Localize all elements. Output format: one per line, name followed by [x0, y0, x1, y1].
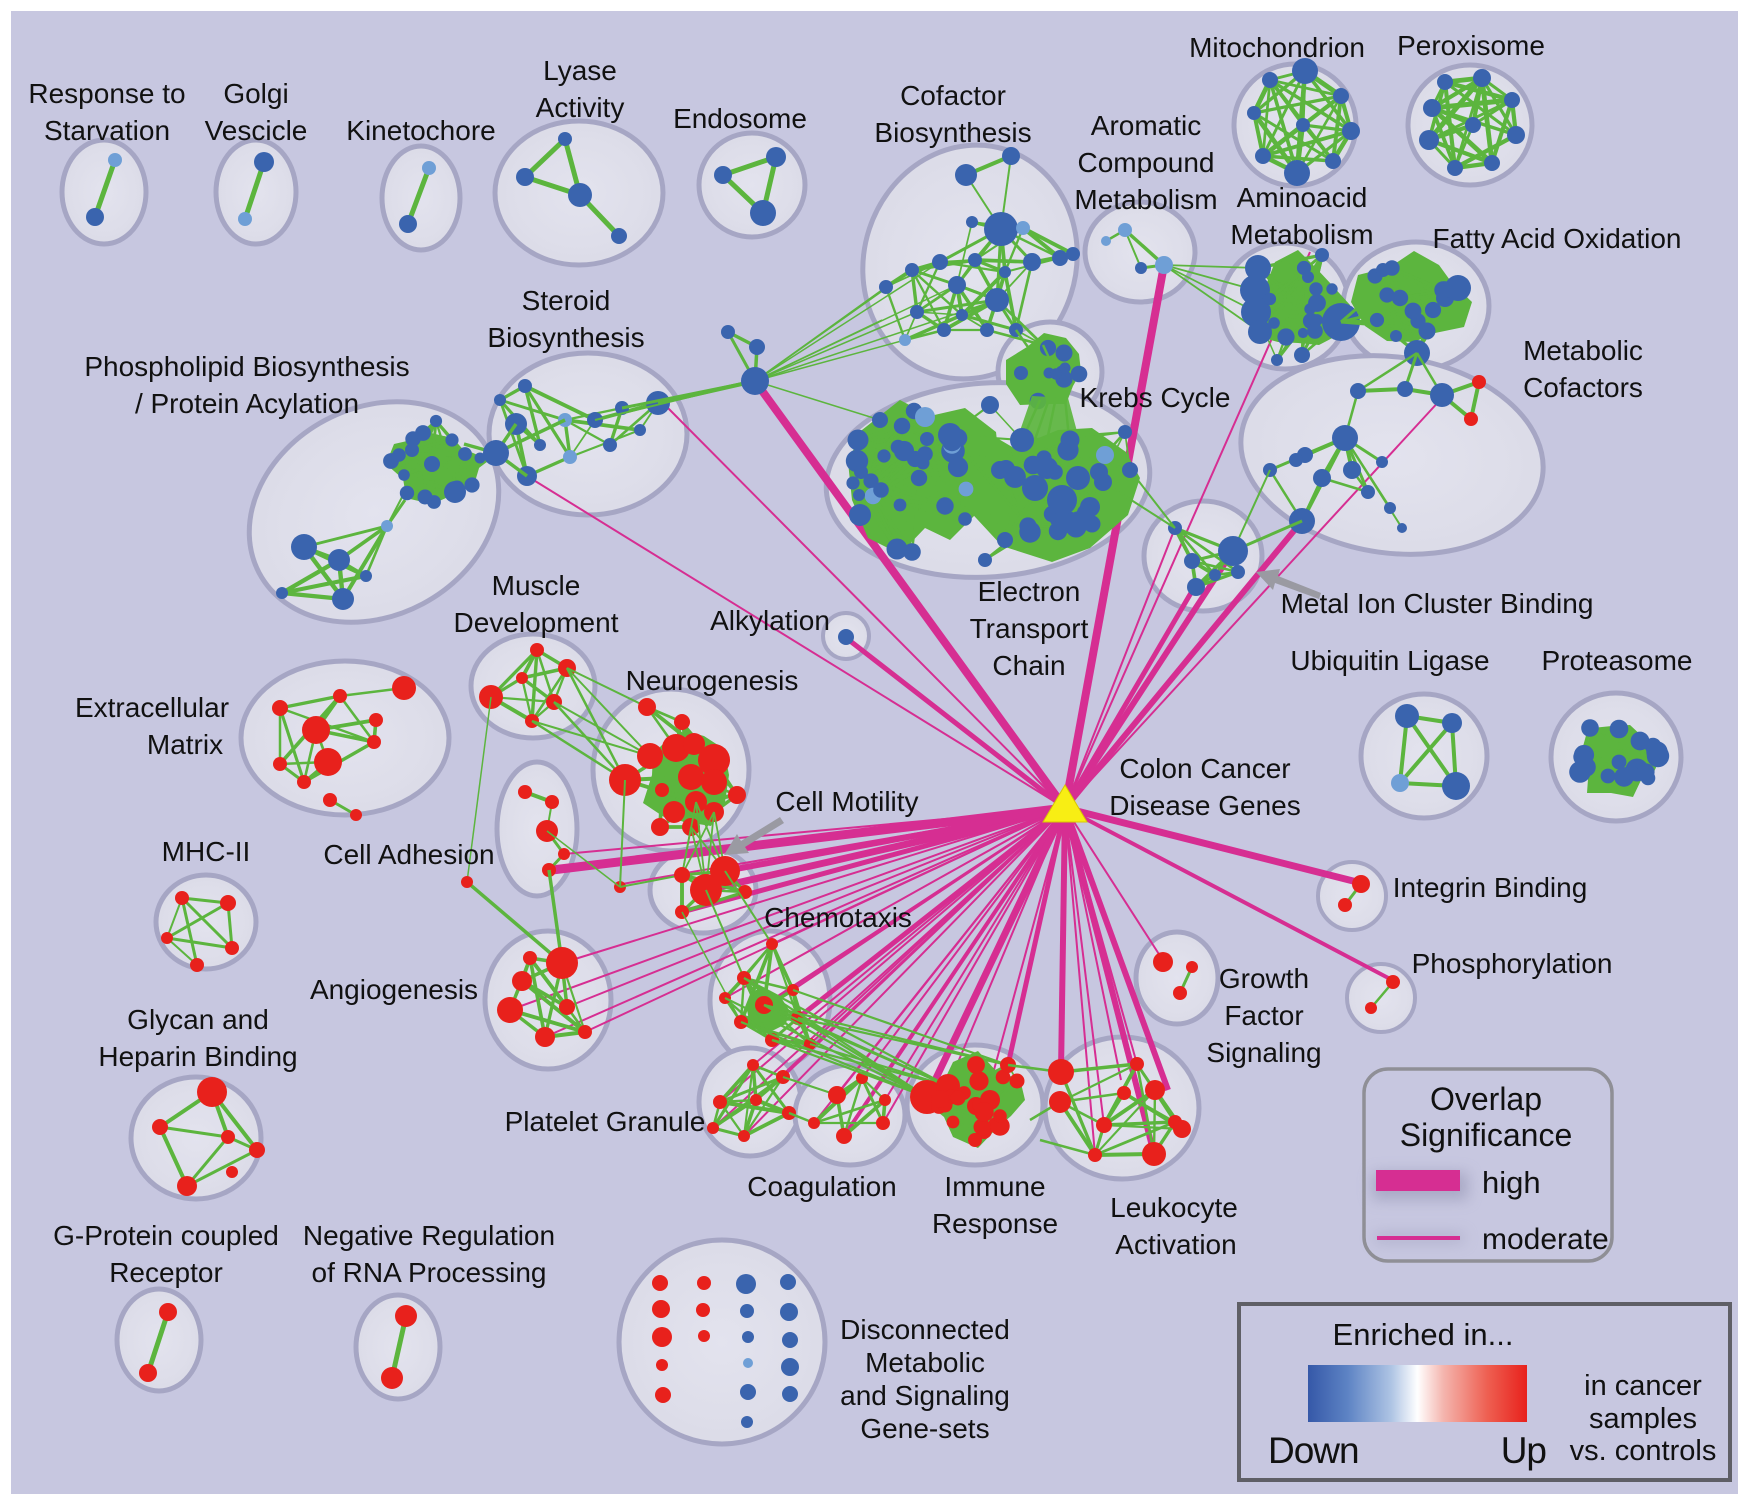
svg-text:Significance: Significance [1400, 1117, 1573, 1153]
svg-text:Leukocyte: Leukocyte [1110, 1192, 1238, 1223]
svg-text:Mitochondrion: Mitochondrion [1189, 32, 1365, 63]
svg-text:Platelet Granule: Platelet Granule [505, 1106, 706, 1137]
svg-text:Response to: Response to [28, 78, 185, 109]
svg-text:of RNA Processing: of RNA Processing [312, 1257, 547, 1288]
svg-text:high: high [1482, 1165, 1541, 1200]
svg-text:Metal Ion Cluster Binding: Metal Ion Cluster Binding [1281, 588, 1594, 619]
svg-text:Chain: Chain [992, 650, 1065, 681]
svg-text:Extracellular: Extracellular [75, 692, 229, 723]
svg-text:Lyase: Lyase [543, 55, 617, 86]
svg-text:Starvation: Starvation [44, 115, 170, 146]
svg-text:Heparin Binding: Heparin Binding [98, 1041, 297, 1072]
svg-text:Down: Down [1268, 1430, 1359, 1471]
svg-text:Overlap: Overlap [1430, 1081, 1542, 1117]
svg-text:Glycan and: Glycan and [127, 1004, 269, 1035]
svg-text:Ubiquitin Ligase: Ubiquitin Ligase [1290, 645, 1489, 676]
svg-text:Endosome: Endosome [673, 103, 807, 134]
svg-text:Colon Cancer: Colon Cancer [1119, 753, 1290, 784]
svg-text:Integrin Binding: Integrin Binding [1393, 872, 1588, 903]
svg-text:Vescicle: Vescicle [205, 115, 308, 146]
svg-text:MHC-II: MHC-II [162, 836, 251, 867]
svg-text:Fatty Acid Oxidation: Fatty Acid Oxidation [1432, 223, 1681, 254]
svg-text:Cell Adhesion: Cell Adhesion [323, 839, 494, 870]
svg-text:Disconnected: Disconnected [840, 1314, 1010, 1345]
svg-text:Growth: Growth [1219, 963, 1309, 994]
svg-text:Angiogenesis: Angiogenesis [310, 974, 478, 1005]
svg-text:Compound: Compound [1078, 147, 1215, 178]
svg-text:samples: samples [1589, 1403, 1697, 1435]
svg-text:Cell Motility: Cell Motility [775, 786, 918, 817]
svg-text:vs. controls: vs. controls [1570, 1435, 1717, 1467]
svg-text:Metabolism: Metabolism [1230, 219, 1373, 250]
svg-text:in cancer: in cancer [1584, 1370, 1702, 1402]
svg-text:Gene-sets: Gene-sets [860, 1413, 989, 1444]
svg-text:Matrix: Matrix [147, 729, 223, 760]
svg-text:Transport: Transport [970, 613, 1089, 644]
svg-text:Cofactors: Cofactors [1523, 372, 1643, 403]
svg-text:and Signaling: and Signaling [840, 1380, 1010, 1411]
svg-text:Aminoacid: Aminoacid [1237, 182, 1368, 213]
svg-text:Signaling: Signaling [1206, 1037, 1321, 1068]
svg-text:Response: Response [932, 1208, 1058, 1239]
svg-text:moderate: moderate [1482, 1223, 1609, 1256]
svg-text:Alkylation: Alkylation [710, 605, 830, 636]
svg-text:Activation: Activation [1115, 1229, 1236, 1260]
svg-text:Factor: Factor [1224, 1000, 1303, 1031]
svg-text:Development: Development [454, 607, 619, 638]
svg-text:Immune: Immune [944, 1171, 1045, 1202]
svg-text:Proteasome: Proteasome [1542, 645, 1693, 676]
svg-text:Krebs Cycle: Krebs Cycle [1080, 382, 1231, 413]
svg-text:Steroid: Steroid [522, 285, 611, 316]
svg-text:Chemotaxis: Chemotaxis [764, 902, 912, 933]
svg-text:Up: Up [1501, 1430, 1547, 1471]
svg-text:Biosynthesis: Biosynthesis [487, 322, 644, 353]
svg-text:Biosynthesis: Biosynthesis [874, 117, 1031, 148]
svg-text:Golgi: Golgi [223, 78, 288, 109]
svg-text:G-Protein coupled: G-Protein coupled [53, 1220, 279, 1251]
svg-text:Enriched in...: Enriched in... [1333, 1317, 1514, 1352]
svg-text:Phosphorylation: Phosphorylation [1412, 948, 1613, 979]
svg-text:Activity: Activity [536, 92, 625, 123]
svg-text:Neurogenesis: Neurogenesis [626, 665, 799, 696]
svg-text:Kinetochore: Kinetochore [346, 115, 495, 146]
svg-text:Phospholipid Biosynthesis: Phospholipid Biosynthesis [84, 351, 409, 382]
svg-text:Metabolism: Metabolism [1074, 184, 1217, 215]
svg-text:Metabolic: Metabolic [1523, 335, 1643, 366]
svg-text:Electron: Electron [978, 576, 1081, 607]
svg-text:Muscle: Muscle [492, 570, 581, 601]
svg-text:Receptor: Receptor [109, 1257, 223, 1288]
svg-text:Peroxisome: Peroxisome [1397, 30, 1545, 61]
svg-text:Negative Regulation: Negative Regulation [303, 1220, 555, 1251]
svg-text:/ Protein Acylation: / Protein Acylation [135, 388, 359, 419]
svg-text:Disease Genes: Disease Genes [1109, 790, 1300, 821]
svg-text:Aromatic: Aromatic [1091, 110, 1201, 141]
svg-text:Coagulation: Coagulation [747, 1171, 896, 1202]
svg-text:Cofactor: Cofactor [900, 80, 1006, 111]
svg-text:Metabolic: Metabolic [865, 1347, 985, 1378]
